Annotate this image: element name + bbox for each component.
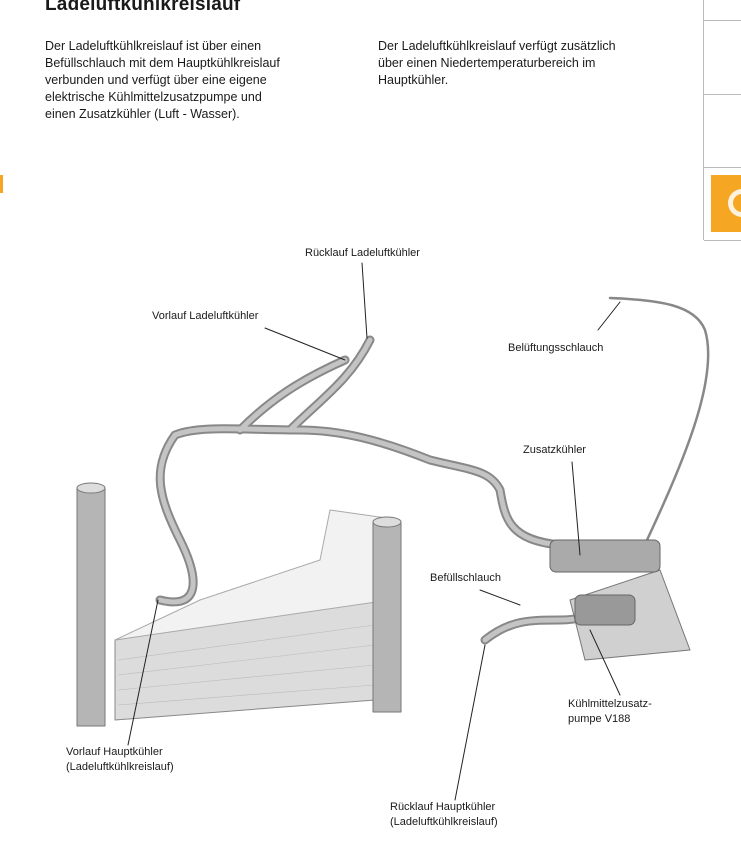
chapter-tab[interactable] <box>704 0 741 21</box>
margin-marker <box>0 175 3 193</box>
sun-icon <box>711 175 741 232</box>
page-title: Ladeluftkühlkreislauf <box>45 0 241 15</box>
label-ruecklauf-hauptkuehler: Rücklauf Hauptkühler (Ladeluftkühlkreisl… <box>390 801 498 828</box>
label-vorlauf-ladeluftkuehler: Vorlauf Ladeluftkühler <box>152 310 259 322</box>
paragraph-right: Der Ladeluftkühlkreislauf verfügt zusätz… <box>378 39 616 87</box>
radiator-tank-left <box>76 487 106 727</box>
label-kuehlmittelzusatzpumpe: Kühlmittelzusatz- pumpe V188 <box>568 698 652 725</box>
paragraph-left: Der Ladeluftkühlkreislauf ist über einen… <box>45 39 280 121</box>
radiator-tank-right <box>372 521 402 713</box>
chapter-tab[interactable] <box>704 94 741 168</box>
label-vorlauf-hauptkuehler: Vorlauf Hauptkühler (Ladeluftkühlkreisla… <box>66 746 174 773</box>
label-zusatzkuehler: Zusatzkühler <box>523 444 586 456</box>
label-befuellschlauch: Befüllschlauch <box>430 572 501 584</box>
label-ruecklauf-ladeluftkuehler: Rücklauf Ladeluftkühler <box>305 247 420 259</box>
chapter-tabs <box>703 0 741 241</box>
label-belueftungsschlauch: Belüftungsschlauch <box>508 342 604 354</box>
chapter-tab[interactable] <box>704 20 741 95</box>
chapter-tab-active[interactable] <box>704 167 741 241</box>
